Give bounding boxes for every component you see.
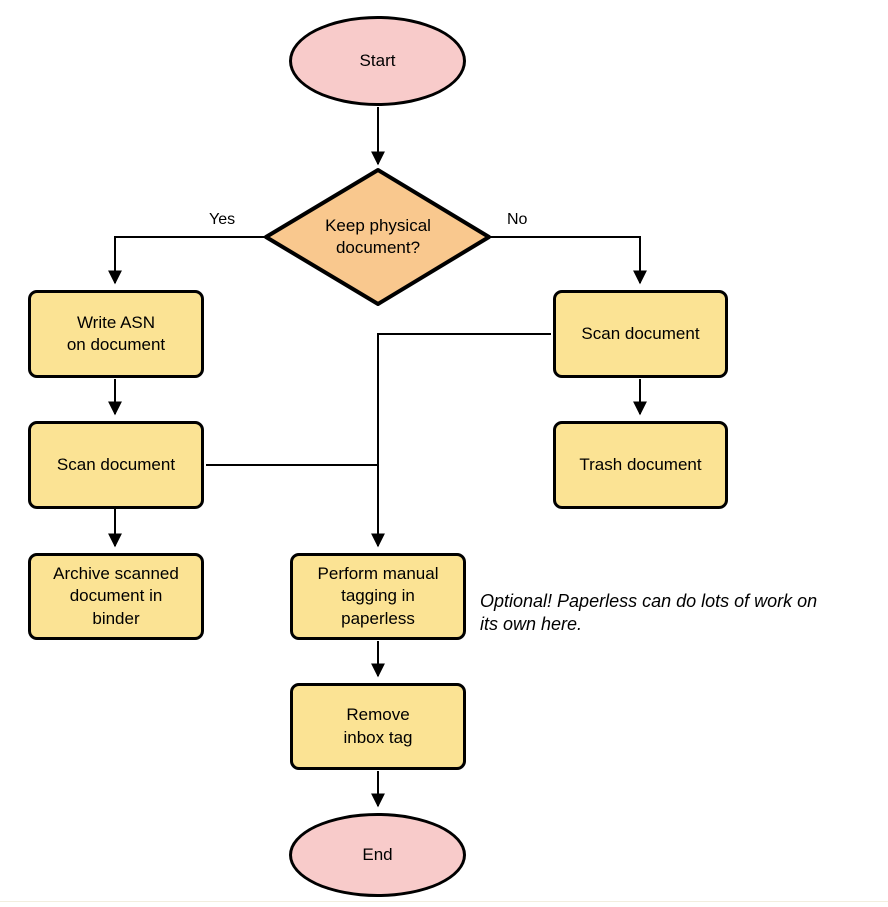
node-trash-document: Trash document (553, 421, 728, 509)
node-decision-label: Keep physical document? (325, 216, 431, 258)
node-scan-document-left-label: Scan document (56, 454, 176, 474)
node-end: End (289, 813, 466, 897)
node-manual-tagging: Perform manual tagging in paperless (290, 553, 466, 640)
edge-no-branch (489, 236, 647, 285)
node-start-label: Start (359, 50, 396, 70)
node-start: Start (289, 16, 466, 106)
node-scan-document-right-label: Scan document (581, 323, 700, 343)
node-archive-binder-label: Archive scanned document in binder (53, 563, 179, 628)
node-archive-binder: Archive scanned document in binder (28, 553, 204, 640)
edge-scanright-to-tagging (371, 333, 551, 548)
node-scan-document-left: Scan document (28, 421, 204, 509)
edge-yes-branch (108, 236, 266, 285)
decision-shape (264, 168, 491, 306)
node-end-label: End (362, 844, 393, 864)
edge-label-no: No (507, 211, 528, 228)
node-write-asn: Write ASN on document (28, 290, 204, 378)
edge-label-yes: Yes (209, 211, 236, 228)
node-remove-inbox-tag-label: Remove inbox tag (343, 705, 413, 747)
bottom-divider (0, 901, 888, 902)
node-write-asn-label: Write ASN on document (66, 312, 166, 354)
node-scan-document-right: Scan document (553, 290, 728, 378)
note-optional: Optional! Paperless can do lots of work … (480, 591, 818, 635)
node-remove-inbox-tag: Remove inbox tag (290, 683, 466, 770)
node-trash-document-label: Trash document (579, 454, 702, 474)
node-manual-tagging-label: Perform manual tagging in paperless (317, 563, 439, 628)
